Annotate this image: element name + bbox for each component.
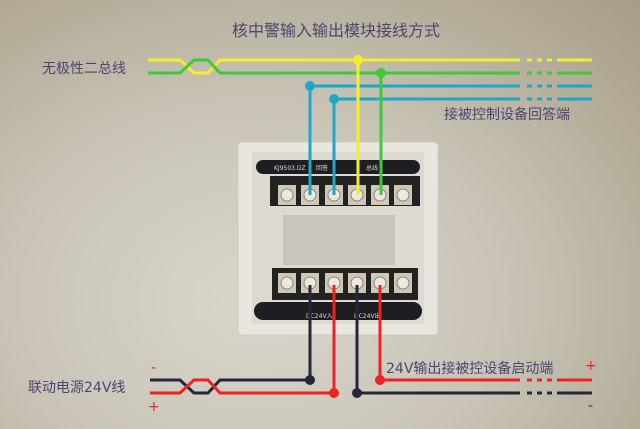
answer-label: 接被控制设备回答端 — [444, 107, 570, 123]
svg-text:DC24V入: DC24V入 — [306, 313, 333, 320]
bottom-terminal-strip — [254, 302, 422, 320]
power-minus-sign: - — [151, 360, 157, 376]
diagram-title: 核中警输入输出模块接线方式 — [232, 21, 441, 40]
screw-head — [280, 188, 294, 202]
svg-text:回答: 回答 — [316, 164, 328, 172]
screw-head — [396, 276, 410, 290]
top-terminal-strip — [256, 160, 420, 174]
power-label: 联动电源24V线 — [28, 380, 126, 396]
svg-text:总线: 总线 — [366, 164, 378, 172]
module-model: KJ9503.DZ — [274, 165, 306, 172]
bus-green-wire — [148, 58, 592, 75]
output-label: 24V输出接被控设备启动端 — [386, 361, 554, 377]
bus-label: 无极性二总线 — [42, 61, 126, 77]
screw-head — [396, 188, 410, 202]
screw-head — [280, 276, 294, 290]
output-plus-sign: + — [585, 358, 597, 374]
bus-yellow-wire — [148, 58, 592, 75]
output-minus-sign: - — [588, 398, 594, 414]
svg-text:DC24V出: DC24V出 — [354, 312, 381, 320]
power-plus-sign: + — [148, 399, 160, 415]
